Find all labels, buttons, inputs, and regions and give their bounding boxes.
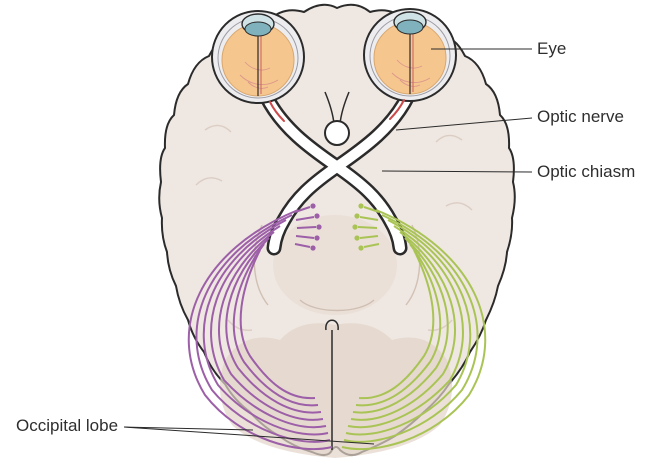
optic-chiasm-bands xyxy=(258,88,416,256)
sulci-texture xyxy=(195,124,473,331)
right-eye xyxy=(363,8,457,102)
leader-line-optic-nerve xyxy=(395,117,533,131)
infundibulum-circle xyxy=(324,120,350,146)
label-optic-nerve: Optic nerve xyxy=(537,107,624,126)
right-pathway-fibers xyxy=(341,206,487,451)
left-eye xyxy=(211,10,305,104)
inner-shading xyxy=(195,124,473,458)
left-pathway-dots xyxy=(310,203,322,251)
longitudinal-fissure xyxy=(325,319,339,450)
leader-line-occipital-2 xyxy=(123,426,375,445)
label-optic-chiasm: Optic chiasm xyxy=(537,162,636,181)
retinal-arteries xyxy=(269,99,405,122)
leader-lines xyxy=(123,48,533,445)
lens xyxy=(244,21,272,37)
label-eye: Eye xyxy=(537,39,567,58)
leader-line-optic-chiasm xyxy=(381,170,533,173)
label-occipital-lobe: Occipital lobe xyxy=(16,416,119,435)
leader-line-occipital-1 xyxy=(123,426,254,431)
right-pathway-dots xyxy=(352,203,364,251)
